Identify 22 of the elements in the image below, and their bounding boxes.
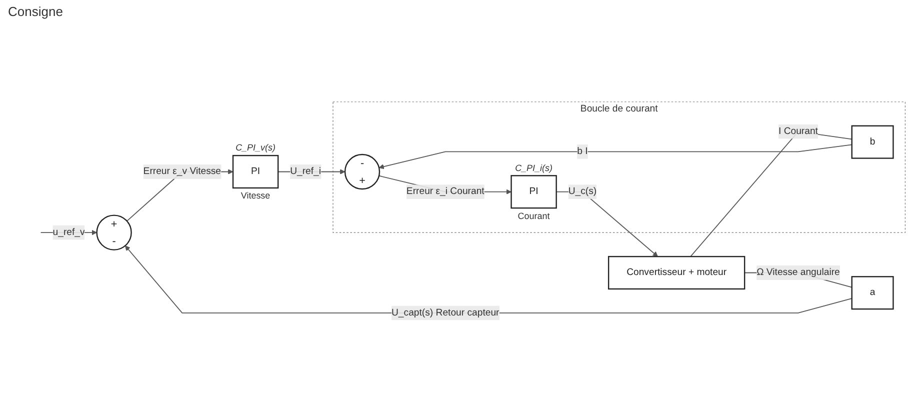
edge-label: I Courant [778,126,818,136]
transfer-function-label: C_PI_i(s) [515,162,553,173]
signal-label: Consigne [8,4,63,19]
edge-label: U_ref_i [290,166,322,177]
edge-label: Erreur ε_i Courant [406,186,484,197]
node-circle: + - [96,214,132,250]
edge-label: U_capt(s) Retour capteur [392,308,500,318]
block-caption: Vitesse [240,190,270,201]
node-box: PI [232,154,279,189]
node-box: b [851,125,894,159]
edge-label: Erreur ε_v Vitesse [143,166,222,177]
node-circle: - + [344,154,380,190]
edge-label: Ω Vitesse angulaire [756,267,840,278]
node-box: a [851,276,894,310]
edge-label: U_c(s) [568,186,597,197]
node-box: PI [510,175,557,209]
transfer-function-label: C_PI_v(s) [236,142,276,153]
node-box: Convertisseur + moteur [608,256,746,290]
arrow [378,144,852,170]
edge-label: b I [577,146,588,156]
edge-label: u_ref_v [52,227,85,238]
block-caption: Courant [518,210,550,221]
